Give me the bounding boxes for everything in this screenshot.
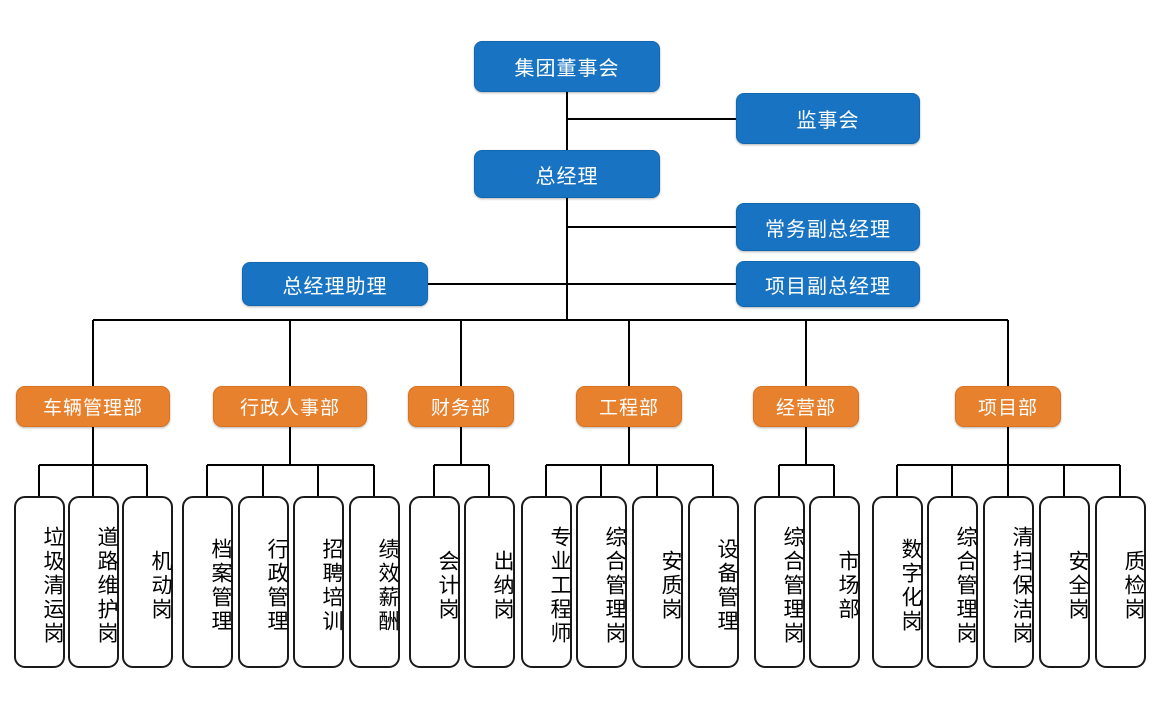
- node-department-vehicle-management[interactable]: 车辆管理部: [16, 386, 170, 427]
- node-position-waste-collection[interactable]: 垃圾清运岗: [14, 496, 65, 668]
- node-executive-deputy-gm[interactable]: 常务副总经理: [736, 203, 920, 251]
- node-supervisory-board[interactable]: 监事会: [736, 93, 920, 144]
- node-department-engineering[interactable]: 工程部: [576, 386, 682, 427]
- node-department-admin-hr[interactable]: 行政人事部: [213, 386, 367, 427]
- node-gm-assistant[interactable]: 总经理助理: [242, 262, 428, 306]
- node-position-performance-compensation[interactable]: 绩效薪酬: [349, 496, 400, 668]
- node-position-road-maintenance[interactable]: 道路维护岗: [68, 496, 119, 668]
- node-department-finance[interactable]: 财务部: [408, 386, 514, 427]
- node-position-equipment-management[interactable]: 设备管理: [688, 496, 739, 668]
- node-position-accounting[interactable]: 会计岗: [409, 496, 460, 668]
- node-position-marketing[interactable]: 市场部: [809, 496, 860, 668]
- node-position-safety[interactable]: 安全岗: [1039, 496, 1090, 668]
- node-department-project[interactable]: 项目部: [955, 386, 1061, 427]
- node-department-operations[interactable]: 经营部: [753, 386, 859, 427]
- node-position-safety-quality[interactable]: 安质岗: [632, 496, 683, 668]
- node-position-recruitment-training[interactable]: 招聘培训: [293, 496, 344, 668]
- node-position-digitalization[interactable]: 数字化岗: [872, 496, 923, 668]
- node-position-cleaning-sanitation[interactable]: 清扫保洁岗: [983, 496, 1034, 668]
- node-board[interactable]: 集团董事会: [474, 41, 660, 92]
- node-position-administrative-management[interactable]: 行政管理: [238, 496, 289, 668]
- node-position-project-general-management[interactable]: 综合管理岗: [927, 496, 978, 668]
- node-position-professional-engineer[interactable]: 专业工程师: [521, 496, 572, 668]
- node-position-operations-general-management[interactable]: 综合管理岗: [754, 496, 805, 668]
- node-general-manager[interactable]: 总经理: [474, 150, 660, 198]
- node-position-motor-vehicle[interactable]: 机动岗: [122, 496, 173, 668]
- node-position-cashier[interactable]: 出纳岗: [464, 496, 515, 668]
- node-position-engineering-general-management[interactable]: 综合管理岗: [576, 496, 627, 668]
- node-position-quality-inspection[interactable]: 质检岗: [1095, 496, 1146, 668]
- node-project-deputy-gm[interactable]: 项目副总经理: [736, 261, 920, 307]
- node-position-archive-management[interactable]: 档案管理: [182, 496, 233, 668]
